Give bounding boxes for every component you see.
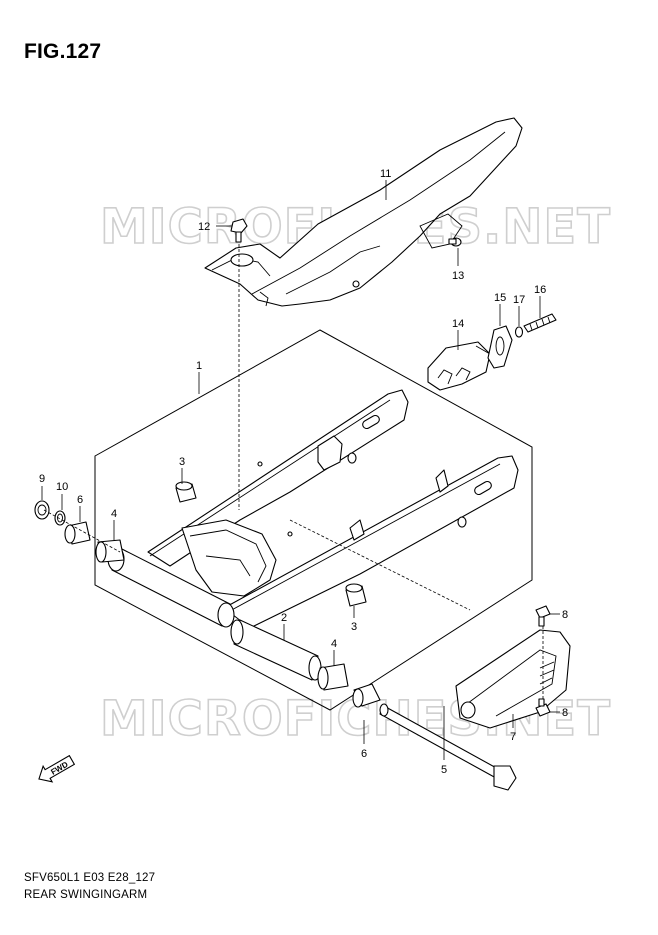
callout-15: 15	[494, 292, 506, 304]
pivot-shaft-5	[379, 703, 517, 791]
leader-lines	[41, 180, 560, 760]
callout-14: 14	[452, 318, 464, 330]
chain-cover	[204, 117, 523, 307]
callout-12: 12	[198, 221, 210, 233]
callout-8-upper: 8	[562, 609, 568, 621]
callout-2: 2	[281, 612, 287, 624]
bolt-12	[230, 218, 248, 243]
callout-9: 9	[39, 473, 45, 485]
callout-7: 7	[510, 731, 516, 743]
washer-10	[54, 510, 66, 526]
bolt-8-upper	[535, 605, 551, 627]
callout-4-left: 4	[111, 508, 117, 520]
callout-17: 17	[513, 294, 525, 306]
figure-title: FIG.127	[24, 40, 102, 63]
fwd-arrow-icon: FWD	[38, 754, 76, 783]
callout-6-left: 6	[77, 494, 83, 506]
callout-10: 10	[56, 481, 68, 493]
collar-6-left	[64, 521, 91, 545]
dust-seal-9	[34, 500, 50, 520]
callout-11: 11	[380, 168, 391, 180]
swingarm-1	[107, 389, 519, 629]
bolt-13	[448, 237, 462, 247]
bearing-4-left	[95, 539, 125, 563]
assembly-line-left	[43, 509, 121, 553]
adjuster-bolt-16	[523, 313, 557, 333]
callout-3-upper: 3	[179, 456, 185, 468]
callout-5: 5	[441, 764, 447, 776]
callout-1: 1	[196, 360, 202, 372]
assembly-line-center	[289, 519, 471, 611]
bearing-4-right	[317, 663, 349, 691]
spacer-tube-2	[230, 619, 322, 681]
model-code: SFV650L1 E03 E28_127	[24, 872, 156, 884]
callout-6-right: 6	[361, 748, 367, 760]
callout-8-lower: 8	[562, 707, 568, 719]
adjuster-block-15	[487, 325, 513, 369]
callout-16: 16	[534, 284, 546, 296]
callout-13: 13	[452, 270, 464, 282]
bushing-3-lower	[345, 583, 367, 607]
callout-3-lower: 3	[351, 621, 357, 633]
callout-4-right: 4	[331, 638, 337, 650]
bushing-3-upper	[175, 481, 197, 503]
collar-6-right	[352, 683, 381, 708]
assembly-frame	[94, 329, 533, 711]
figure-description: REAR SWINGINGARM	[24, 889, 148, 901]
nut-17	[514, 326, 524, 338]
chain-adjuster-plate-14	[427, 341, 491, 391]
bolt-8-lower	[535, 698, 551, 717]
